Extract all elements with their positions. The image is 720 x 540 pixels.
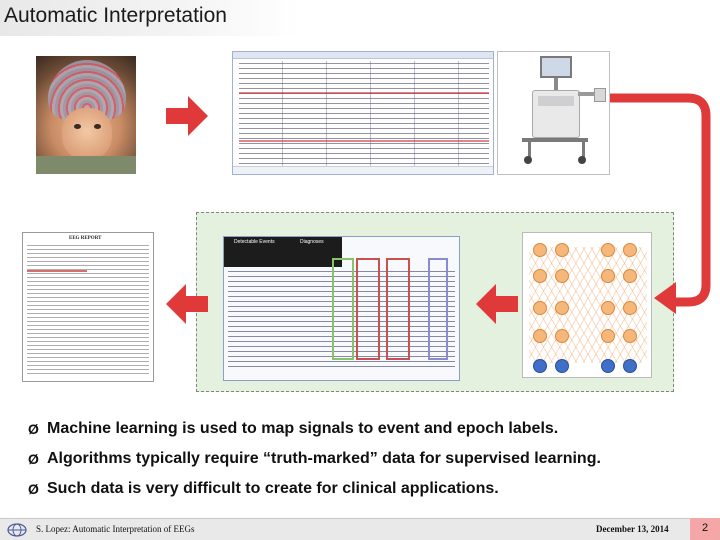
nn-node [555,301,569,315]
nn-node [555,269,569,283]
footer-date: December 13, 2014 [596,524,669,534]
footer-author-title: S. Lopez: Automatic Interpretation of EE… [36,524,195,534]
nn-node [533,329,547,343]
nn-node [623,243,637,257]
highlight-box-green [332,258,354,360]
eeg-report-document: EEG REPORT [22,232,154,382]
bullet-arrow-icon: Ø [28,421,39,437]
highlight-box-blue [428,258,448,360]
title-bar: Automatic Interpretation [0,0,300,36]
eeg-trace-red [239,92,489,94]
bullet-item: Ø Machine learning is used to map signal… [28,420,718,450]
eeg-machine-image [497,51,610,175]
left-arrow-icon [166,284,208,324]
eeg-toolbar [233,52,493,59]
analysis-header: Detectable Events Diagnoses [224,237,342,267]
highlight-box-red [386,258,410,360]
slide-title: Automatic Interpretation [4,4,227,27]
report-highlight [27,270,87,272]
eeg-trace-red [239,140,489,142]
detectable-events-label: Detectable Events [234,239,275,245]
neural-network-diagram [522,232,652,378]
nn-node [601,301,615,315]
eye-left [74,124,81,129]
slide-footer: S. Lopez: Automatic Interpretation of EE… [0,518,720,540]
nn-node [601,329,615,343]
nn-input-node [601,359,615,373]
nn-input-node [623,359,637,373]
baby-face [62,108,112,160]
left-arrow-icon [476,284,518,324]
nn-node [623,269,637,283]
machine-monitor [540,56,572,78]
eye-right [94,124,101,129]
eeg-grid [239,61,489,166]
nn-node [601,269,615,283]
page-number: 2 [701,522,709,534]
eeg-analysis-screen: Detectable Events Diagnoses [223,236,460,381]
curved-arrow-icon [610,93,711,314]
machine-wheel [578,156,586,164]
bullet-list: Ø Machine learning is used to map signal… [28,420,718,510]
bullet-item: Ø Algorithms typically require “truth-ma… [28,450,718,480]
bullet-arrow-icon: Ø [28,451,39,467]
eeg-cap-photo [36,56,136,174]
machine-arm [578,92,600,96]
machine-leg [528,140,531,158]
nn-node [623,301,637,315]
highlight-box-red [356,258,380,360]
bullet-text: Machine learning is used to map signals … [47,420,559,437]
nn-node [623,329,637,343]
machine-base [522,138,588,142]
bullet-text: Algorithms typically require “truth-mark… [47,450,601,467]
nn-node [555,243,569,257]
nn-node [533,243,547,257]
eeg-recording-screen [232,51,494,175]
logo-icon [7,523,27,537]
bullet-arrow-icon: Ø [28,481,39,497]
report-title: EEG REPORT [69,236,102,241]
right-arrow-icon [166,96,208,136]
machine-leg [582,140,585,158]
diagnoses-label: Diagnoses [300,239,324,245]
nn-node [533,301,547,315]
nn-node [533,269,547,283]
machine-headbox [594,88,606,102]
bullet-item: Ø Such data is very difficult to create … [28,480,718,510]
eeg-traces [239,61,489,166]
nn-node [555,329,569,343]
nn-input-node [533,359,547,373]
nn-input-node [555,359,569,373]
shirt [36,156,136,174]
eeg-footer-bar [233,166,493,174]
eeg-traces [228,269,455,370]
machine-pole [554,78,558,92]
nn-node [601,243,615,257]
machine-panel [538,96,574,106]
machine-wheel [524,156,532,164]
page-number-box: 2 [690,518,720,540]
bullet-text: Such data is very difficult to create fo… [47,480,499,497]
report-text [27,245,149,377]
